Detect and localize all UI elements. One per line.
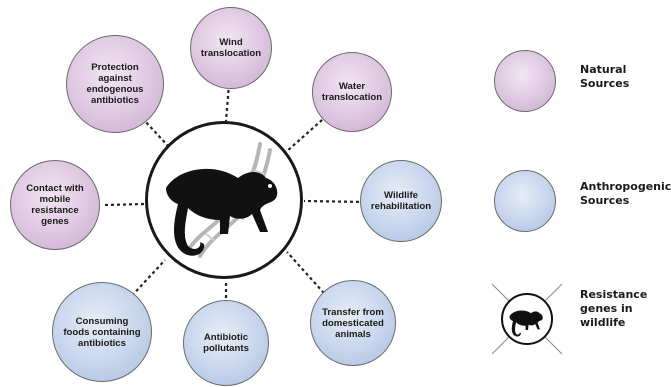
connector-contact [104, 202, 146, 207]
node-transfer-domesticated: Transfer from domesticated animals [310, 280, 396, 366]
legend-anthropogenic-label: Anthropogenic Sources [580, 180, 671, 207]
node-water-translocation: Water translocation [312, 52, 392, 132]
node-antibiotic-pollutants: Antibiotic pollutants [183, 300, 269, 386]
node-wildlife-rehabilitation: Wildlife rehabilitation [360, 160, 442, 242]
connector-transfer [286, 251, 333, 303]
center-circle [145, 121, 303, 279]
legend-anthropogenic-swatch [494, 170, 556, 232]
connector-protection [129, 104, 171, 149]
node-protection-endogenous: Protection against endogenous antibiotic… [66, 35, 164, 133]
legend-resistance-icon [491, 283, 563, 355]
legend-natural-swatch [494, 50, 556, 112]
node-consuming-foods: Consuming foods containing antibiotics [52, 282, 152, 382]
node-contact-mobile-genes: Contact with mobile resistance genes [10, 160, 100, 250]
legend-resistance-label: Resistance genes in wildlife [580, 288, 648, 329]
node-wind-translocation: Wind translocation [190, 7, 272, 89]
connector-wildlife [303, 199, 366, 204]
legend-natural-label: Natural Sources [580, 63, 630, 90]
monkey-with-dna-icon [166, 142, 278, 258]
